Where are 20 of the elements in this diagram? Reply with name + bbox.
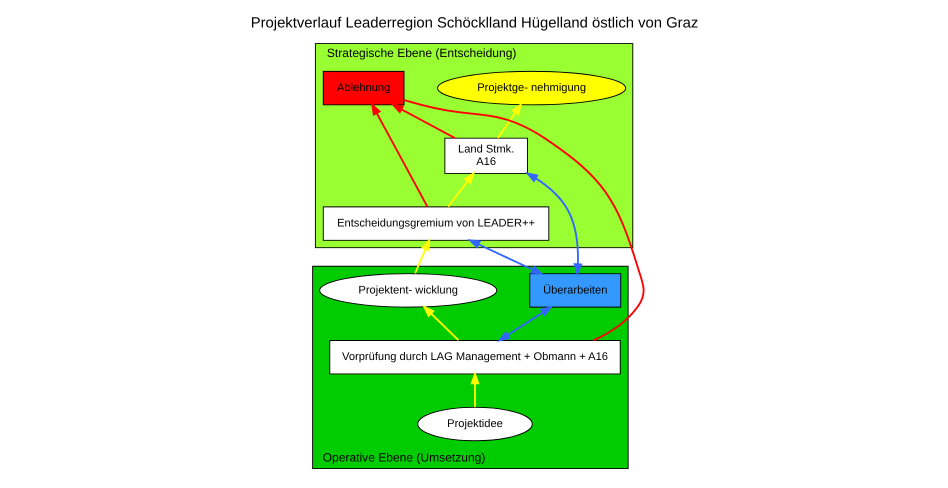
arrow [496, 102, 522, 138]
node-box: Land Stmk. A16 [444, 138, 528, 174]
arrow [470, 371, 480, 408]
arrow [414, 238, 430, 274]
node-box: Entscheidungsgremium von LEADER++ [322, 206, 549, 241]
arrow [524, 172, 582, 276]
node-box: Vorprüfung durch LAG Management + Obmann + A16 [328, 340, 620, 374]
arrow [496, 306, 552, 342]
arrow [446, 171, 475, 208]
arrow [466, 239, 544, 275]
node-ellipse: Projektge- nehmigung [436, 70, 626, 106]
node-box: Überarbeiten [528, 273, 621, 308]
node-ellipse: Projektidee [416, 406, 532, 442]
arrow [422, 305, 459, 341]
arrow [390, 104, 455, 139]
node-box: Ablehnung [322, 70, 404, 106]
connector [403, 99, 644, 342]
arrow [370, 102, 428, 208]
node-ellipse: Projektent- wicklung [318, 273, 497, 308]
diagram-title: Projektverlauf Leaderregion Schöcklland Hügelland östlich von Graz [250, 16, 698, 32]
